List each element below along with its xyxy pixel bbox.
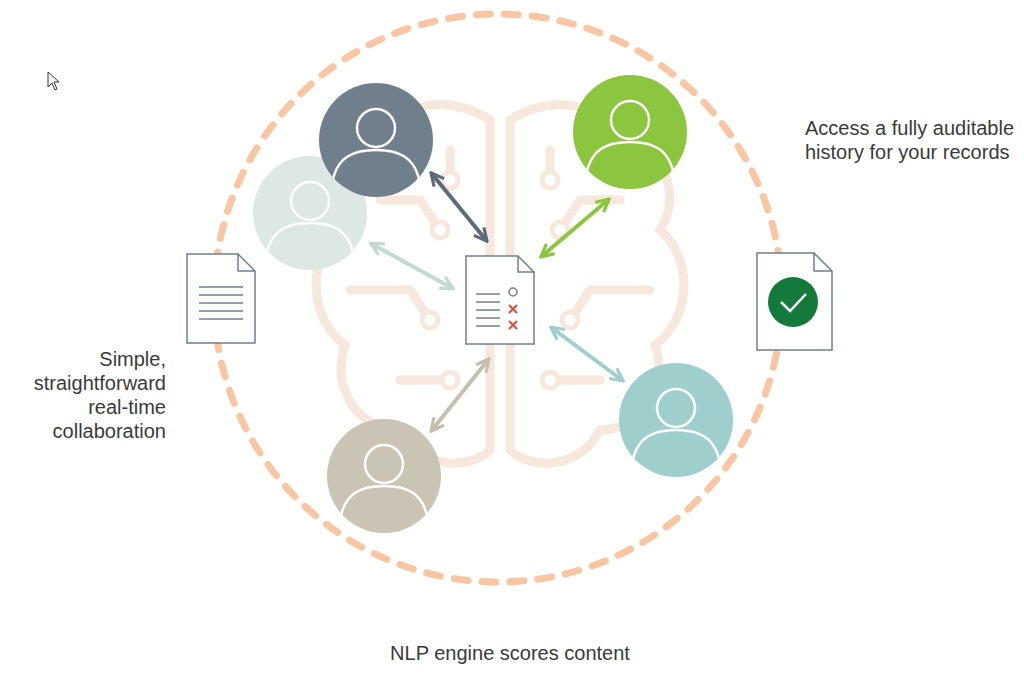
- text-document: [187, 254, 255, 343]
- caption: NLP engine scores content: [260, 641, 760, 665]
- dashed-boundary: [214, 14, 782, 582]
- approved-document: [757, 253, 832, 350]
- side-note: Simple, straightforward real-time collab…: [0, 347, 166, 443]
- double-arrows: [372, 174, 622, 430]
- scored-document: [466, 256, 534, 344]
- side-note: Access a fully auditable history for you…: [805, 116, 1017, 164]
- person-icons: [253, 75, 733, 533]
- mouse-cursor: [48, 72, 59, 90]
